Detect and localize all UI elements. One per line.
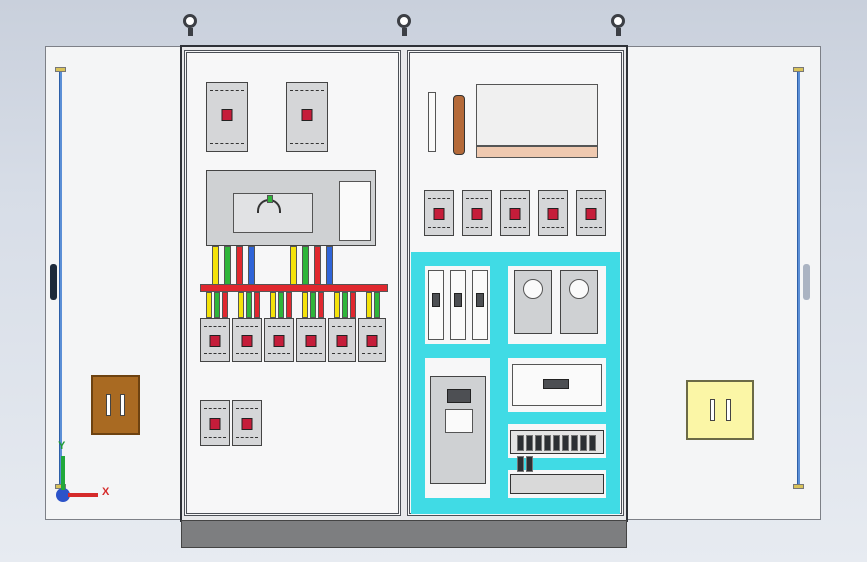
branch-breaker[interactable]	[200, 318, 230, 362]
dropper	[222, 292, 228, 318]
cyan-frame-left	[411, 252, 425, 514]
power-supply-1[interactable]	[514, 270, 552, 334]
handle-slot	[120, 394, 125, 416]
dropper	[310, 292, 316, 318]
control-breaker[interactable]	[538, 190, 568, 236]
relay-controller[interactable]	[512, 364, 602, 406]
aux-breaker-2[interactable]	[232, 400, 262, 446]
cyan-frame-top	[411, 252, 620, 266]
terminal-strip-2	[510, 474, 604, 494]
lifting-eye-right	[608, 14, 628, 36]
aux-breaker-1[interactable]	[200, 400, 230, 446]
branch-breaker[interactable]	[264, 318, 294, 362]
cyan-frame-bottom	[411, 498, 620, 514]
connection-red	[236, 246, 243, 286]
variable-frequency-drive[interactable]	[430, 376, 486, 484]
dropper	[246, 292, 252, 318]
main-breaker-1[interactable]	[206, 82, 248, 152]
selector-indicator	[267, 195, 273, 203]
power-module-rack[interactable]	[476, 84, 598, 146]
dropper	[238, 292, 244, 318]
dropper	[374, 292, 380, 318]
dropper	[350, 292, 356, 318]
control-breaker[interactable]	[500, 190, 530, 236]
branch-breaker[interactable]	[232, 318, 262, 362]
handle-slot	[106, 394, 111, 416]
lifting-eye-center	[394, 14, 414, 36]
controller-module[interactable]	[339, 181, 371, 241]
dropper	[366, 292, 372, 318]
relay-display	[543, 379, 569, 389]
connection-green	[224, 246, 231, 286]
y-axis-arrow	[61, 456, 65, 490]
vfd-keypad[interactable]	[445, 409, 473, 433]
copper-busbar	[453, 95, 465, 155]
connection-blue	[248, 246, 255, 286]
x-axis-arrow	[68, 493, 98, 497]
control-breaker[interactable]	[462, 190, 492, 236]
fan-icon	[523, 279, 543, 299]
right-door-rod	[797, 72, 800, 484]
right-door-handle[interactable]	[686, 380, 754, 440]
power-supply-2[interactable]	[560, 270, 598, 334]
handle-slot	[726, 399, 731, 421]
handle-slot	[710, 399, 715, 421]
transfer-switch-face	[233, 193, 313, 233]
cyan-frame-hbar	[425, 344, 606, 358]
connection-yellow	[212, 246, 219, 286]
y-axis-label: Y	[58, 440, 66, 452]
cyan-frame-right	[606, 252, 620, 514]
connection-blue	[326, 246, 333, 286]
cyan-frame-hbar2	[508, 412, 606, 424]
connection-green	[302, 246, 309, 286]
left-door[interactable]	[45, 46, 182, 520]
connection-yellow	[290, 246, 297, 286]
fuse-holder[interactable]	[472, 270, 488, 340]
dropper	[270, 292, 276, 318]
branch-breaker[interactable]	[328, 318, 356, 362]
axis-triad: Y X	[50, 438, 120, 508]
main-breaker-2[interactable]	[286, 82, 328, 152]
left-door-latch[interactable]	[50, 264, 57, 300]
dropper	[302, 292, 308, 318]
control-breaker[interactable]	[424, 190, 454, 236]
cyan-frame-divider	[490, 266, 508, 498]
dropper	[286, 292, 292, 318]
branch-breaker[interactable]	[358, 318, 386, 362]
terminal-strip-1	[510, 430, 604, 472]
left-door-handle[interactable]	[91, 375, 140, 435]
busbar-main	[200, 284, 388, 292]
dropper	[214, 292, 220, 318]
right-door-latch[interactable]	[803, 264, 810, 300]
terminal-rail-vertical	[428, 92, 436, 152]
control-breaker[interactable]	[576, 190, 606, 236]
transfer-switch[interactable]	[206, 170, 376, 246]
dropper	[342, 292, 348, 318]
dropper	[206, 292, 212, 318]
left-rod-top-cap	[55, 67, 66, 72]
fuse-holder[interactable]	[428, 270, 444, 340]
left-door-rod	[59, 72, 62, 484]
branch-breaker[interactable]	[296, 318, 326, 362]
connection-red	[314, 246, 321, 286]
right-rod-bottom-cap	[793, 484, 804, 489]
dropper	[318, 292, 324, 318]
vfd-display	[447, 389, 471, 403]
fuse-holder[interactable]	[450, 270, 466, 340]
cabinet-plinth	[181, 520, 627, 548]
right-rod-top-cap	[793, 67, 804, 72]
lifting-eye-left	[180, 14, 200, 36]
axis-origin	[56, 488, 70, 502]
right-door[interactable]	[627, 46, 821, 520]
dropper	[334, 292, 340, 318]
dropper	[254, 292, 260, 318]
dropper	[278, 292, 284, 318]
power-module-base	[476, 146, 598, 158]
fan-icon	[569, 279, 589, 299]
x-axis-label: X	[102, 486, 110, 498]
